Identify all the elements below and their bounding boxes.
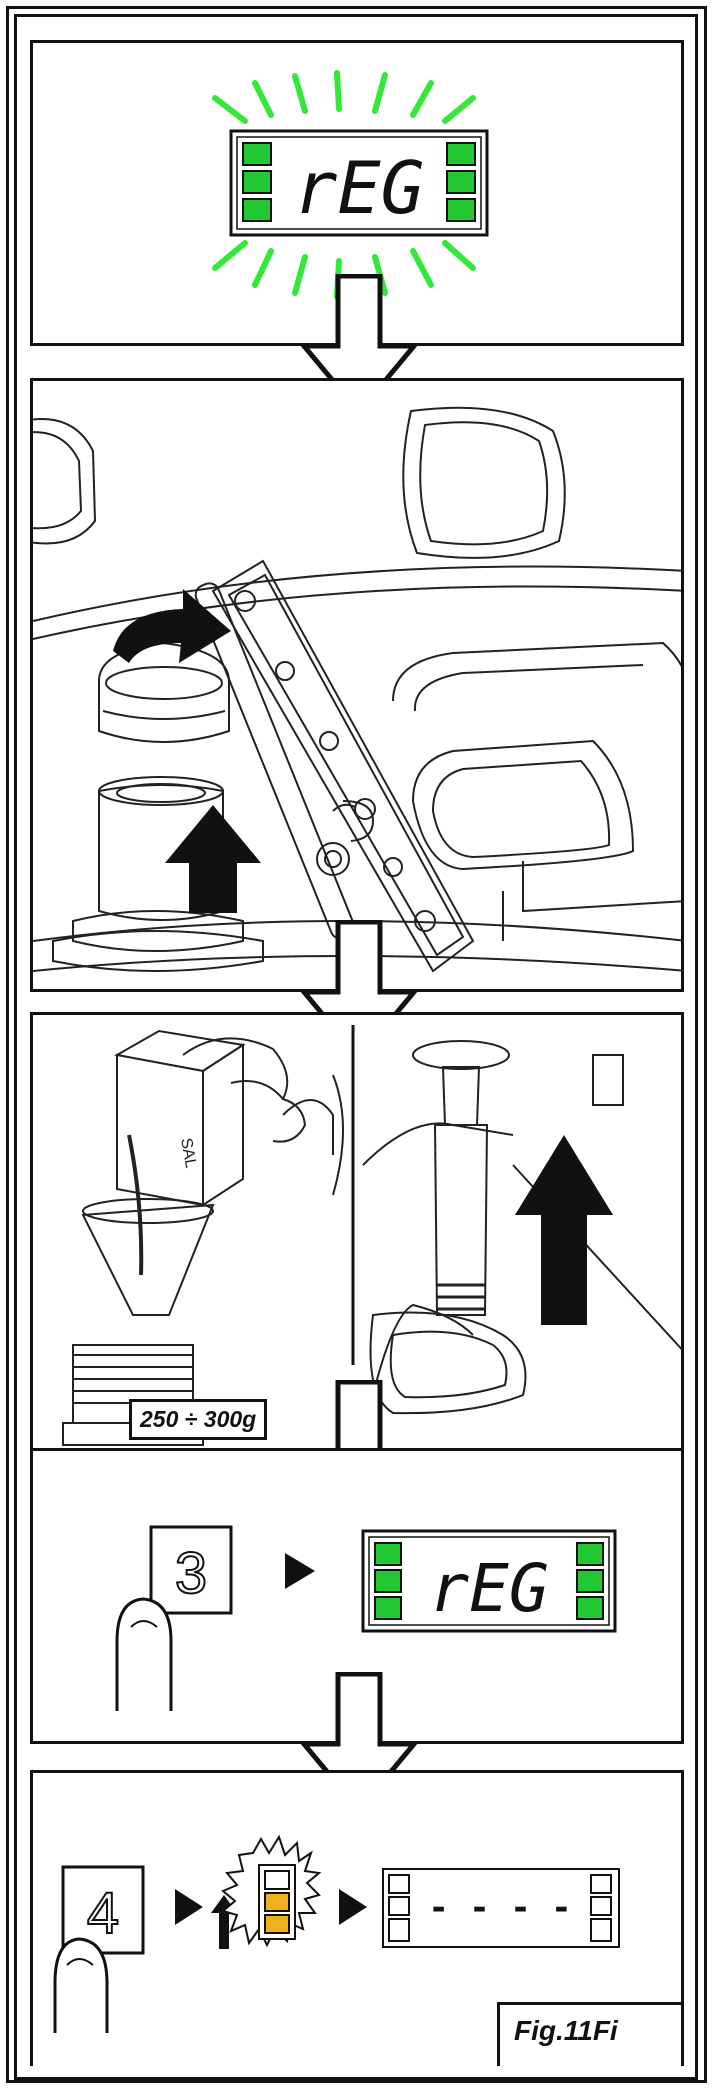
unscrew-cap-illustration	[33, 406, 681, 973]
up-arrow-icon	[165, 805, 261, 913]
blinking-display-illustration: rEG	[212, 70, 489, 300]
display-readout: rEG	[429, 1550, 548, 1627]
salt-amount-label: 250 ÷ 300g	[129, 1399, 268, 1440]
figure-label: Fig.11Fi	[497, 2002, 681, 2066]
panel-display-blinking: rEG	[30, 40, 684, 346]
key-3-button	[149, 1525, 233, 1615]
inner-frame	[14, 14, 698, 2080]
up-arrow-icon	[515, 1135, 613, 1325]
display-frame	[382, 1868, 620, 1948]
press-key-4-illustration: 4 - - - -	[53, 1834, 620, 2033]
key-4-number: 4	[87, 1881, 119, 1946]
blink-led-column	[264, 1870, 290, 1934]
panel-unscrew-cap	[30, 378, 684, 992]
rotate-arrow-icon	[113, 589, 231, 663]
key-3-number: 3	[175, 1541, 207, 1606]
panel-add-salt: SAL 250 ÷ 300g	[30, 1012, 684, 1452]
display-readout-dashes: - - - -	[428, 1888, 571, 1928]
press-key-3-illustration: 3 rEG	[115, 1525, 617, 1711]
display-frame	[229, 129, 489, 237]
finger-icon	[53, 1937, 109, 2033]
salt-box-text: SAL	[177, 1137, 199, 1170]
led-column-right	[446, 142, 476, 222]
led-column-left	[242, 142, 272, 222]
right-triangle-icon	[175, 1889, 203, 1925]
right-triangle-icon	[339, 1889, 367, 1925]
right-triangle-icon	[285, 1553, 315, 1589]
display-readout: rEG	[294, 146, 424, 230]
display-frame	[361, 1529, 617, 1633]
glow-rays	[212, 70, 476, 300]
panel-press-key-4: 4 - - - - Fig.11Fi	[30, 1770, 684, 2066]
finger-icon	[115, 1597, 173, 1711]
add-salt-illustration: SAL	[62, 1025, 681, 1446]
